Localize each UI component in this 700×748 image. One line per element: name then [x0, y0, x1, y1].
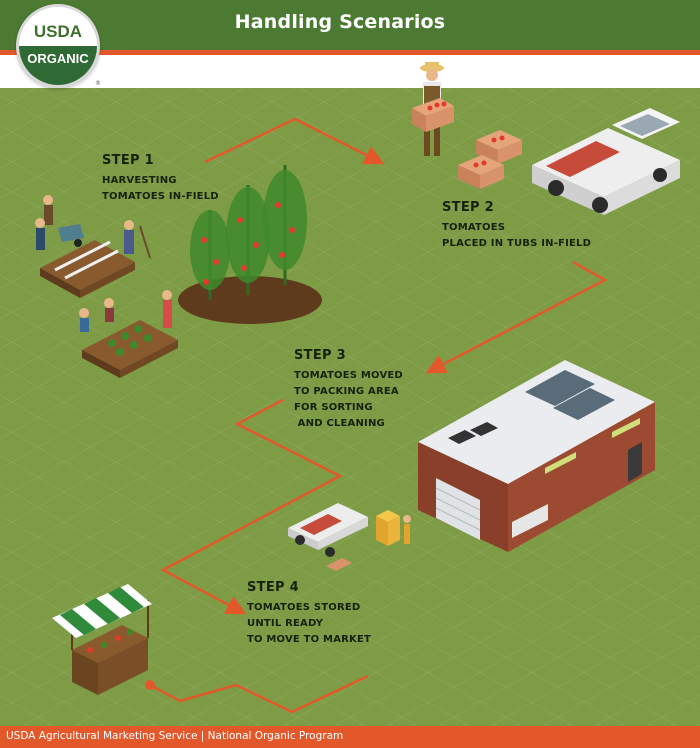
tomato-plant — [190, 210, 230, 300]
step-3-label: STEP 3 TOMATOES MOVED TO PACKING AREA FO… — [294, 348, 403, 432]
header-white-band — [0, 55, 700, 88]
tomato-crates — [458, 130, 522, 189]
footer-band: USDA Agricultural Marketing Service | Na… — [0, 726, 700, 748]
step-2-line-1: TOMATOES — [442, 222, 506, 233]
tomato-plant — [226, 185, 270, 295]
farmer-carrying-crate — [412, 62, 454, 156]
step-4-line-3: TO MOVE TO MARKET — [247, 634, 372, 645]
tomato-plants — [178, 165, 322, 324]
pickup-truck — [532, 108, 680, 215]
step-3-line-2: TO PACKING AREA — [294, 386, 399, 397]
pallet — [326, 558, 352, 571]
workers-kneeling — [79, 290, 172, 332]
market-stall — [52, 584, 152, 695]
step-2-title: STEP 2 — [442, 200, 495, 215]
step-3-line-3: FOR SORTING — [294, 402, 373, 413]
step-1-line-2: TOMATOES IN-FIELD — [102, 191, 219, 202]
step-4-line-1: TOMATOES STORED — [247, 602, 361, 613]
worker-with-hoe — [124, 220, 151, 259]
header-band: Handling Scenarios — [0, 0, 700, 50]
registered-mark: ® — [95, 80, 101, 87]
garden-plot-upper — [40, 240, 135, 298]
flow-start-dot — [145, 680, 155, 690]
packing-building — [418, 360, 655, 552]
flow-arrow-4 — [149, 674, 369, 714]
flow-arrow-3 — [160, 398, 343, 615]
step-1-title: STEP 1 — [102, 153, 155, 168]
flow-arrow-1 — [204, 117, 385, 165]
step-2-label: STEP 2 TOMATOES PLACED IN TUBS IN-FIELD — [442, 200, 591, 252]
step-4-label: STEP 4 TOMATOES STORED UNTIL READY TO MO… — [247, 580, 371, 648]
step-3-line-1: TOMATOES MOVED — [294, 370, 403, 381]
step-4-title: STEP 4 — [247, 580, 300, 595]
step-3-title: STEP 3 — [294, 348, 347, 363]
crate-stack — [376, 510, 411, 546]
header-accent-stripe — [0, 50, 700, 55]
worker-with-wheelbarrow — [35, 195, 84, 250]
flow-arrow-2 — [425, 260, 608, 374]
usda-organic-seal: USDA ORGANIC — [16, 4, 100, 88]
page-title: Handling Scenarios — [234, 11, 446, 33]
garden-plot-lower — [82, 320, 178, 378]
delivery-truck — [288, 503, 368, 557]
step-1-label: STEP 1 HARVESTING TOMATOES IN-FIELD — [102, 153, 219, 205]
tomato-plant — [263, 165, 307, 285]
footer-credit: USDA Agricultural Marketing Service | Na… — [6, 730, 344, 742]
step-3-line-4: AND CLEANING — [294, 418, 385, 429]
step-4-line-2: UNTIL READY — [247, 618, 324, 629]
step-1-line-1: HARVESTING — [102, 175, 177, 186]
step-2-line-2: PLACED IN TUBS IN-FIELD — [442, 238, 592, 249]
